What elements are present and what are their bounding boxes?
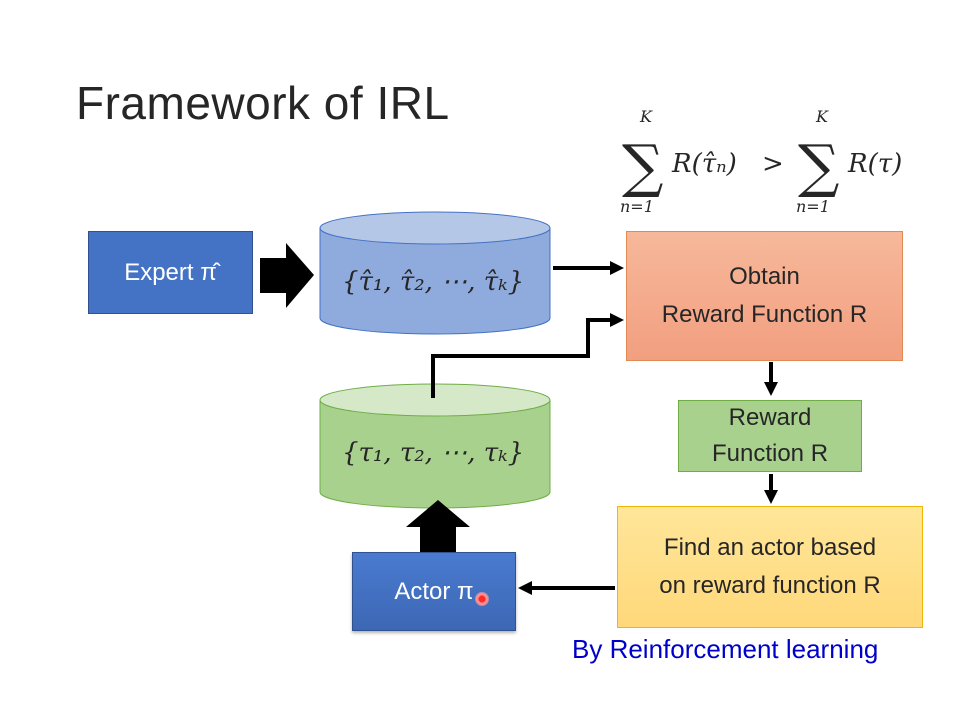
find-line-1: Find an actor based: [663, 534, 877, 561]
obtain-line-1: Obtain: [729, 263, 800, 290]
reward-line-2: Function R: [711, 440, 829, 467]
left-sum-lower: n=1: [620, 197, 654, 216]
inequality-operator: >: [762, 149, 784, 179]
reward-function-box: Reward Function R: [678, 400, 862, 472]
expert-trajectory-cylinder: [319, 211, 551, 335]
actor-trajectory-cylinder: [319, 383, 551, 509]
reward-to-find-arrow: [764, 474, 778, 504]
obtain-to-reward-arrow: [764, 362, 778, 396]
find-actor-box: Find an actor based on reward function R: [617, 506, 923, 628]
laser-pointer-icon: [475, 592, 489, 606]
expert-box: Expert π̂: [88, 231, 253, 314]
left-sum-upper: K: [639, 107, 653, 126]
reward-inequality-formula: K ∑ n=1 R(τ̂ₙ) > K ∑ n=1 R(τ): [620, 107, 902, 216]
left-term: R(τ̂ₙ): [671, 149, 737, 179]
right-sum-symbol: ∑: [798, 132, 839, 200]
expert-to-data-arrow: [260, 243, 314, 308]
actor-data-to-obtain-arrow: [431, 313, 624, 398]
find-to-actor-arrow: [518, 581, 615, 595]
obtain-reward-box: Obtain Reward Function R: [626, 231, 903, 361]
reward-line-1: Reward: [728, 404, 812, 431]
actor-trajectories-label: {τ₁, τ₂, ⋯, τₖ}: [342, 438, 525, 468]
right-sum-lower: n=1: [796, 197, 830, 216]
expert-trajectories-label: {τ̂₁, τ̂₂, ⋯, τ̂ₖ}: [342, 267, 525, 297]
expert-label: Expert π̂: [124, 258, 217, 286]
expert-data-to-obtain-arrow: [553, 261, 624, 275]
rl-caption: By Reinforcement learning: [572, 634, 879, 664]
actor-label: Actor π: [394, 577, 474, 605]
right-sum-upper: K: [815, 107, 829, 126]
right-term: R(τ): [847, 149, 902, 179]
slide-title: Framework of IRL: [76, 77, 450, 129]
find-line-2: on reward function R: [659, 572, 881, 599]
left-sum-symbol: ∑: [622, 132, 663, 200]
obtain-line-2: Reward Function R: [661, 301, 868, 328]
actor-box: Actor π: [352, 552, 516, 631]
actor-to-data-arrow: [406, 500, 470, 552]
